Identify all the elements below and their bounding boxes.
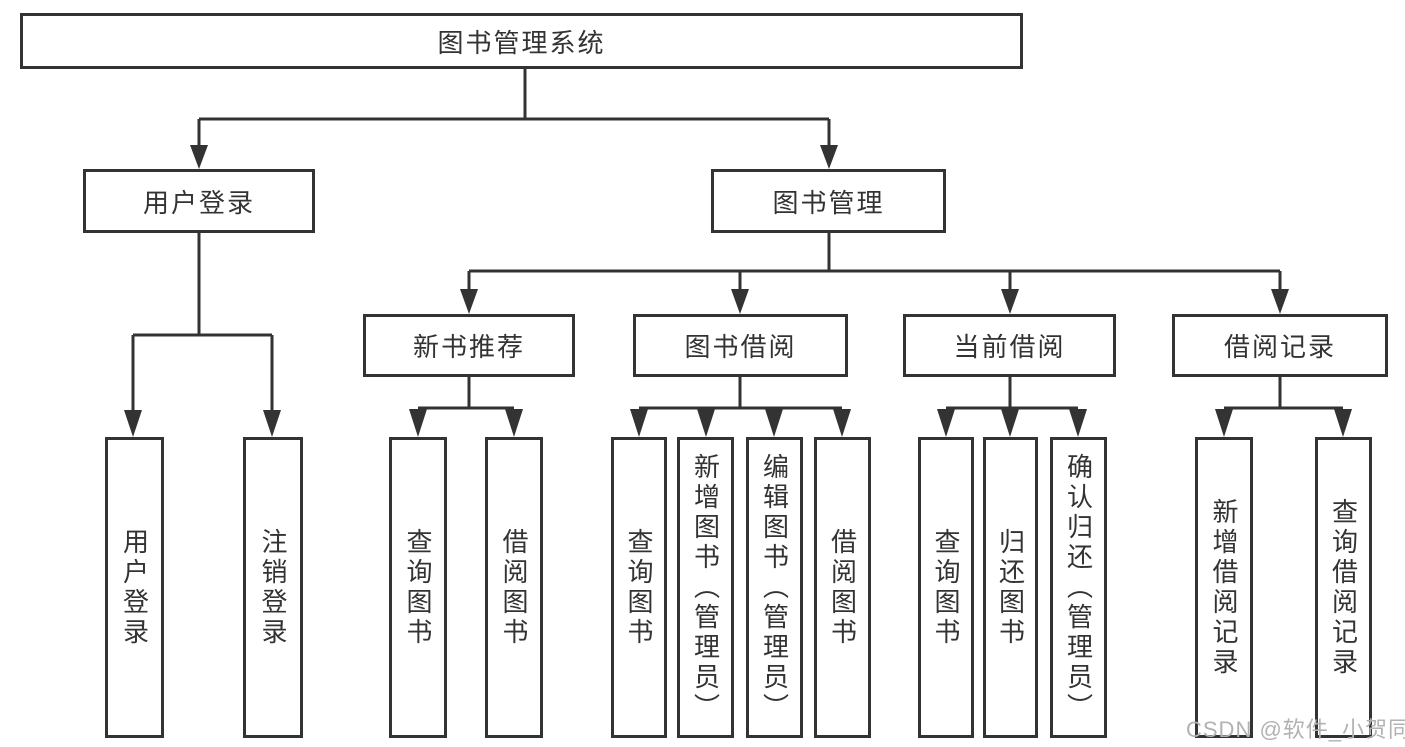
leaf-current-query-books: 查询图书 [918,437,974,738]
leaf-borrow-edit-books-admin: 编辑图书（管理员） [746,437,803,738]
leaf-user-login-label: 用户登录 [119,527,150,648]
leaf-borrow-borrow-books-label: 借阅图书 [827,527,858,648]
leaf-borrow-query-books: 查询图书 [611,437,667,738]
node-borrowing-records: 借阅记录 [1172,314,1388,377]
leaf-current-confirm-return-admin: 确认归还（管理员） [1050,437,1107,738]
leaf-current-return-books: 归还图书 [983,437,1038,738]
node-library-system: 图书管理系统 [20,13,1023,69]
node-current-borrowing: 当前借阅 [903,314,1116,377]
csdn-watermark: CSDN @软件_小贺同学 [1186,717,1405,742]
leaf-current-confirm-return-admin-label: 确认归还（管理员） [1063,452,1094,723]
node-current-borrowing-label: 当前借阅 [953,332,1066,362]
node-borrowing-records-label: 借阅记录 [1223,332,1336,362]
leaf-records-add-record: 新增借阅记录 [1195,437,1253,738]
node-new-book-recommend-label: 新书推荐 [412,332,525,362]
leaf-records-add-record-label: 新增借阅记录 [1209,497,1239,678]
node-book-borrowing: 图书借阅 [633,314,848,377]
leaf-recommend-borrow-books-label: 借阅图书 [499,527,529,648]
node-user-login-group-label: 用户登录 [142,187,255,218]
leaf-current-return-books-label: 归还图书 [995,527,1026,648]
leaf-borrow-edit-books-admin-label: 编辑图书（管理员） [759,452,790,723]
leaf-borrow-borrow-books: 借阅图书 [814,437,871,738]
leaf-records-query-record-label: 查询借阅记录 [1328,497,1359,678]
leaf-borrow-query-books-label: 查询图书 [624,527,654,648]
node-user-login-group: 用户登录 [83,169,315,233]
node-new-book-recommend: 新书推荐 [363,314,575,377]
leaf-borrow-add-books-admin-label: 新增图书（管理员） [690,452,721,723]
leaf-recommend-borrow-books: 借阅图书 [485,437,543,738]
leaf-recommend-query-books: 查询图书 [389,437,447,738]
node-book-borrowing-label: 图书借阅 [684,332,797,362]
node-book-management-label: 图书管理 [772,187,885,218]
node-book-management: 图书管理 [711,169,946,233]
leaf-recommend-query-books-label: 查询图书 [403,527,433,648]
leaf-user-login: 用户登录 [105,437,164,738]
leaf-borrow-add-books-admin: 新增图书（管理员） [677,437,734,738]
leaf-logout-label: 注销登录 [258,527,288,648]
arrowheads [124,145,1352,437]
node-library-system-label: 图书管理系统 [437,27,606,58]
leaf-records-query-record: 查询借阅记录 [1315,437,1372,738]
leaf-logout: 注销登录 [243,437,303,738]
leaf-current-query-books-label: 查询图书 [931,527,961,648]
